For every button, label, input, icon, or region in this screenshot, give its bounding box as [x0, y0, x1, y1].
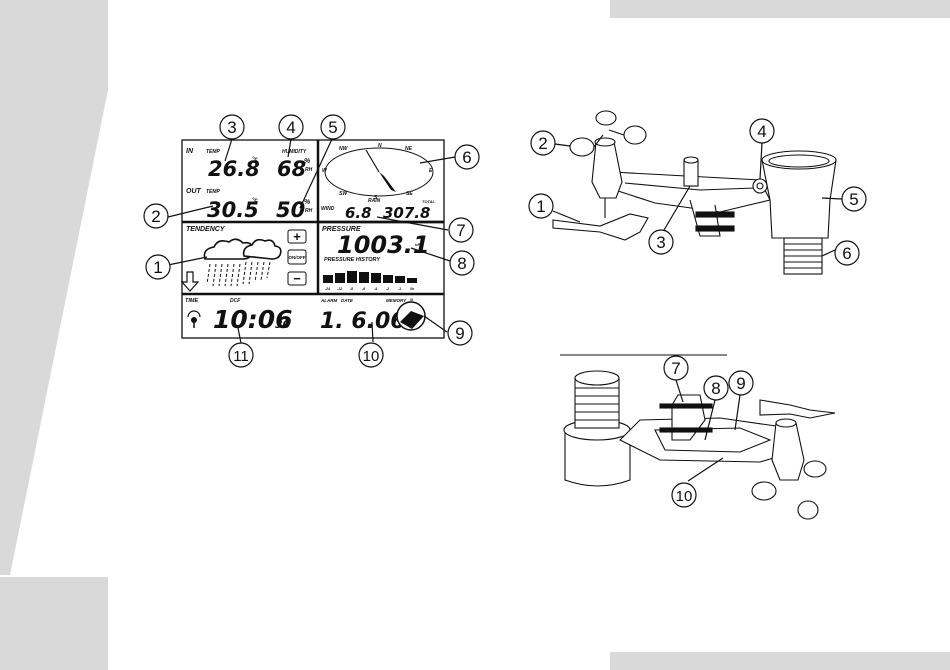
tick-0h: 0h [410, 287, 414, 291]
bubble-level-inner [757, 183, 763, 189]
compass-n: N [378, 143, 382, 149]
in-temp-label: TEMP [206, 149, 221, 155]
callout-sensor-top-5-label: 5 [849, 190, 858, 209]
dcf-label: DCF [230, 298, 241, 304]
anemometer-cup-right [624, 126, 646, 144]
memory-label: MEMORY [386, 298, 407, 303]
minus-button-label: − [293, 271, 301, 286]
callout-display-1-label: 1 [153, 258, 162, 277]
callout-display-3-label: 3 [227, 118, 236, 137]
humidity-label: HUMIDITY [282, 149, 307, 155]
callout-sensor-top-6-label: 6 [842, 244, 851, 263]
callout-display-7-label: 7 [456, 221, 465, 240]
in-label: IN [186, 148, 194, 155]
rain-collector-inner [769, 155, 829, 167]
sensor-post-top [684, 157, 698, 163]
in-temp-unit: °c [252, 157, 258, 163]
indoor-humidity: 68 [277, 157, 306, 181]
bottom-right-band [610, 652, 950, 670]
time-label: TIME [185, 298, 198, 304]
rain-collector [762, 160, 836, 238]
wind-vane-bottom [760, 400, 835, 418]
top-right-band [610, 0, 950, 18]
anemometer-cup-bottom-right [804, 461, 826, 477]
wind-vane [553, 214, 648, 240]
compass-ne: NE [405, 146, 413, 152]
bracket-bolt-bottom [696, 226, 734, 231]
compass-nw: NW [339, 146, 349, 152]
out-rh-label: RH [305, 208, 313, 214]
callout-display-10-label: 10 [363, 348, 380, 365]
callout-sensor-bottom-9-label: 9 [736, 374, 745, 393]
anemometer-cup-bottom-left [752, 482, 776, 500]
radiation-shield-bottom [575, 371, 619, 428]
callout-sensor-top-3-label: 3 [656, 233, 665, 252]
tendency-label: TENDENCY [186, 226, 226, 233]
callout-sensor-top-1-label: 1 [536, 197, 545, 216]
tick-1: -1 [398, 287, 401, 291]
in-rh-label: RH [305, 167, 313, 173]
lcd-display: IN TEMP HUMIDITY 26.8 °c 68 % RH OUT TEM… [182, 140, 444, 338]
tick-2: -2 [386, 287, 389, 291]
moon-label: N [410, 297, 413, 302]
out-temp-unit: °c [252, 198, 258, 204]
callout-sensor-top-2-label: 2 [538, 134, 547, 153]
in-humidity-unit: % [304, 158, 311, 165]
left-side-band [0, 0, 108, 575]
alarm-label: ALARM [320, 298, 337, 303]
bolt-2 [660, 428, 712, 432]
callout-display-2-label: 2 [151, 207, 160, 226]
bolt-1 [660, 404, 712, 408]
out-label: OUT [186, 188, 202, 195]
callout-display-5-label: 5 [328, 118, 337, 137]
callout-sensor-bottom-8-label: 8 [711, 379, 720, 398]
anemometer-body-bottom [772, 423, 804, 480]
pressure-history-label: PRESSURE HISTORY [324, 257, 381, 263]
anemometer-cup-left [570, 138, 594, 156]
callout-display-4-label: 4 [286, 118, 295, 137]
rain-label: RAIN [368, 198, 381, 204]
plus-button-label: + [293, 229, 301, 244]
sensor-unit-top [553, 111, 836, 274]
pressure-unit: hPa [415, 242, 423, 247]
anemometer-cup-bottom-low [798, 501, 818, 519]
compass-se: SE [406, 191, 413, 197]
radiation-shield [784, 238, 822, 274]
wind-label: WIND [321, 206, 335, 212]
callout-display-8-label: 8 [457, 254, 466, 273]
rain-unit: TOTAL [422, 199, 436, 204]
anemometer-bottom-cap [776, 419, 796, 427]
date-value: 1. 6.06 [320, 309, 406, 334]
bracket-bolt-top [696, 212, 734, 217]
callout-sensor-bottom-10-label: 10 [676, 488, 693, 505]
wind-speed: 6.8 [345, 204, 372, 222]
seconds-value: 30 [275, 318, 291, 331]
moon-phase-icon [397, 302, 425, 330]
left-bottom-band [0, 577, 108, 670]
shield-cap [575, 371, 619, 385]
tick-24: -24 [325, 287, 330, 291]
out-temp-label: TEMP [206, 189, 221, 195]
out-humidity-unit: % [304, 199, 311, 206]
tick-4: -4 [374, 287, 377, 291]
callout-sensor-bottom-7-label: 7 [671, 359, 680, 378]
callout-display-9-label: 9 [455, 324, 464, 343]
date-label: DATE [341, 298, 354, 303]
compass-sw: SW [339, 191, 348, 197]
anemometer-body [592, 142, 622, 198]
callout-sensor-top-4-label: 4 [757, 122, 766, 141]
outdoor-humidity: 50 [276, 198, 305, 222]
sensor-unit-bottom [564, 371, 835, 519]
tick-12: -12 [337, 287, 342, 291]
cup-arm-right [609, 130, 624, 135]
sensor-post [684, 160, 698, 186]
tick-6: -6 [362, 287, 365, 291]
anemometer-cup-top [596, 111, 616, 125]
tick-8: -8 [350, 287, 353, 291]
callout-display-6-label: 6 [462, 148, 471, 167]
callout-display-11-label: 11 [233, 348, 249, 365]
onoff-button-label: ON/OFF [289, 255, 306, 260]
